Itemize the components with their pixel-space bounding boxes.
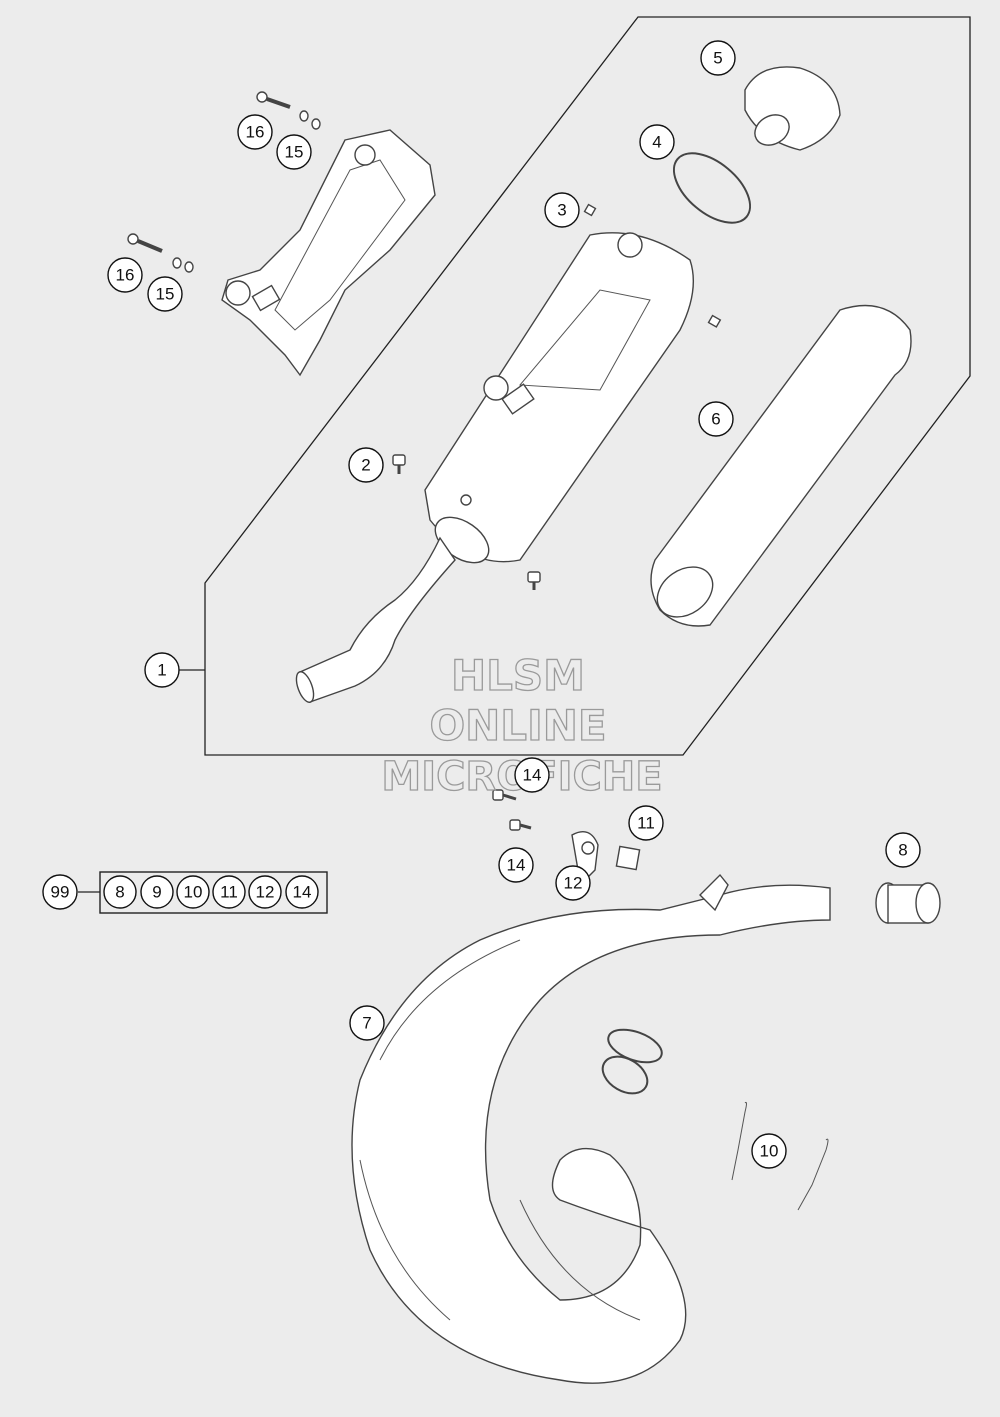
svg-text:14: 14 <box>293 883 312 902</box>
silencer-sleeve-6 <box>650 304 912 627</box>
muffler-body <box>424 232 695 564</box>
callout-16-upper[interactable]: 16 <box>237 114 273 150</box>
o-ring-4 <box>672 152 752 224</box>
callout-10[interactable]: 10 <box>751 1133 787 1169</box>
callout-2[interactable]: 2 <box>348 447 384 483</box>
callout-1[interactable]: 1 <box>144 652 180 688</box>
svg-text:15: 15 <box>285 143 304 162</box>
callout-5[interactable]: 5 <box>700 40 736 76</box>
watermark-line-1: HLSM <box>451 651 585 700</box>
callout-15-lower[interactable]: 15 <box>147 276 183 312</box>
watermark-line-2: ONLINE <box>429 701 606 750</box>
part-3-clip <box>583 203 722 328</box>
bolt-16-upper <box>256 91 321 130</box>
svg-text:16: 16 <box>246 123 265 142</box>
svg-text:8: 8 <box>898 841 907 860</box>
kit-99-item[interactable]: 8 <box>103 875 137 909</box>
screws-14 <box>492 789 532 831</box>
callout-16-lower[interactable]: 16 <box>107 257 143 293</box>
callout-6[interactable]: 6 <box>698 401 734 437</box>
svg-text:4: 4 <box>652 133 661 152</box>
callout-99[interactable]: 99 <box>42 874 78 910</box>
svg-text:14: 14 <box>523 766 542 785</box>
callout-15-upper[interactable]: 15 <box>276 134 312 170</box>
svg-text:99: 99 <box>51 883 70 902</box>
o-ring-lower <box>601 1055 649 1095</box>
kit-99-item[interactable]: 14 <box>285 875 319 909</box>
callout-11[interactable]: 11 <box>628 805 664 841</box>
svg-text:12: 12 <box>564 874 583 893</box>
svg-text:10: 10 <box>760 1142 779 1161</box>
flange-8 <box>875 882 941 924</box>
callout-14-lower[interactable]: 14 <box>498 847 534 883</box>
bolt-16-lower <box>127 233 194 273</box>
callout-12[interactable]: 12 <box>555 865 591 901</box>
svg-text:1: 1 <box>157 661 166 680</box>
screw-2 <box>392 454 541 590</box>
expansion-chamber-7 <box>351 873 831 1384</box>
callout-7[interactable]: 7 <box>349 1005 385 1041</box>
springs-10 <box>731 1101 829 1211</box>
clip-11 <box>615 845 641 871</box>
svg-text:3: 3 <box>557 201 566 220</box>
kit-99-item[interactable]: 10 <box>176 875 210 909</box>
svg-text:10: 10 <box>184 883 203 902</box>
callout-4[interactable]: 4 <box>639 124 675 160</box>
muffler-bracket-upper-left <box>221 129 436 377</box>
svg-text:11: 11 <box>220 883 238 902</box>
end-cap-5 <box>744 66 841 151</box>
svg-text:14: 14 <box>507 856 526 875</box>
callout-14-upper[interactable]: 14 <box>514 757 550 793</box>
assembly-1-boundary <box>204 16 971 756</box>
callout-3[interactable]: 3 <box>544 192 580 228</box>
svg-text:8: 8 <box>115 883 124 902</box>
svg-text:2: 2 <box>361 456 370 475</box>
svg-text:12: 12 <box>256 883 275 902</box>
svg-text:11: 11 <box>637 814 655 833</box>
kit-99-item[interactable]: 12 <box>248 875 282 909</box>
kit-99-item[interactable]: 9 <box>140 875 174 909</box>
callout-8[interactable]: 8 <box>885 832 921 868</box>
svg-text:16: 16 <box>116 266 135 285</box>
svg-text:6: 6 <box>711 410 720 429</box>
svg-text:15: 15 <box>156 285 175 304</box>
svg-text:9: 9 <box>152 883 161 902</box>
svg-text:5: 5 <box>713 49 722 68</box>
kit-99-item[interactable]: 11 <box>212 875 246 909</box>
svg-text:7: 7 <box>362 1014 371 1033</box>
outlet-pipe <box>295 536 456 703</box>
